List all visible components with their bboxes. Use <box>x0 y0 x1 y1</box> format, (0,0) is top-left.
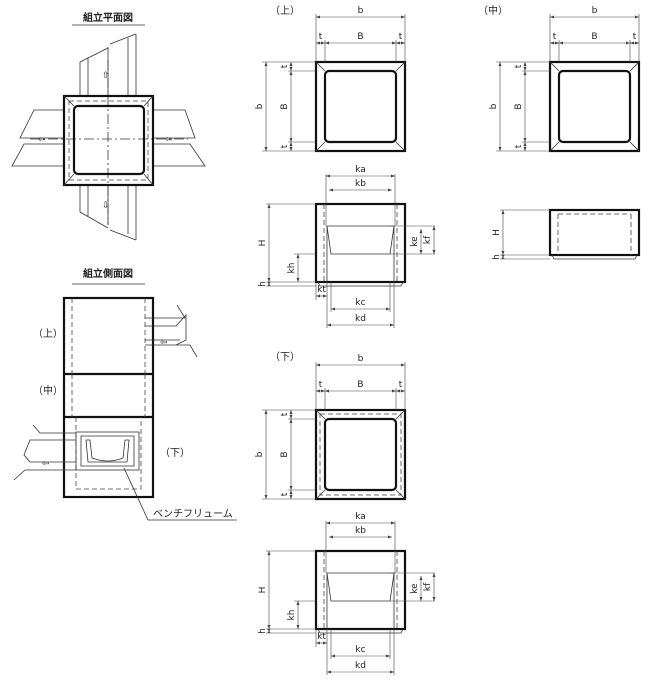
view-label: （上） <box>270 5 300 17</box>
dim-kc-label: kc <box>355 645 365 655</box>
dim-ka-label: ka <box>355 165 366 175</box>
dim-h-label: h <box>258 628 268 634</box>
thickness-t-label: t <box>514 144 524 148</box>
dim-h-label: h <box>492 254 502 260</box>
width-b-label: b <box>592 6 598 16</box>
arrow-left-icon: ⇦ <box>38 135 46 145</box>
inner-width-B-label: B <box>357 380 363 390</box>
dim-kf-label: kf <box>423 582 433 591</box>
dim-kc-label: kc <box>355 298 365 308</box>
inner-depth-B-label: B <box>280 451 290 457</box>
assembly-side-view: 組立側面図 （上） （中） （下） ⇦ ⇦ ベンチフリューム <box>13 267 237 521</box>
dim-ke-label: ke <box>410 583 420 594</box>
dim-ke-label: ke <box>410 236 420 247</box>
thickness-t-label: t <box>553 32 557 42</box>
inner-width-B-label: B <box>357 32 363 42</box>
inner-depth-B-label: B <box>280 103 290 109</box>
assembly-plan-title: 組立平面図 <box>83 11 133 24</box>
depth-b-label: b <box>489 103 499 109</box>
view-label-upper: （上） <box>33 328 63 340</box>
thickness-t-label: t <box>280 412 290 416</box>
view-label-lower: （下） <box>160 447 190 459</box>
height-H-label: H <box>492 229 502 236</box>
dim-kb-label: kb <box>355 179 366 189</box>
assembly-plan-view: 組立平面図 ⇧ ⇩ ⇦ ⇦ <box>11 11 206 241</box>
dim-kd-label: kd <box>355 314 366 324</box>
pipe-opening <box>326 572 395 602</box>
bench-flume <box>75 431 140 471</box>
dim-kh-label: kh <box>287 610 297 621</box>
dim-kf-label: kf <box>423 235 433 244</box>
dim-kt-label: kt <box>317 632 326 642</box>
inner-depth-B-label: B <box>514 103 524 109</box>
pipe-opening <box>326 225 395 255</box>
dim-kt-label: kt <box>317 285 326 295</box>
dim-ka-label: ka <box>355 512 366 522</box>
width-b-label: b <box>358 6 364 16</box>
dim-h-label: h <box>258 281 268 287</box>
arrow-up-icon: ⇧ <box>102 71 110 81</box>
bench-flume-callout: ベンチフリューム <box>153 508 233 520</box>
assembly-side-title: 組立側面図 <box>83 267 133 280</box>
arrow-down-icon: ⇩ <box>102 201 110 211</box>
inner-width-B-label: B <box>591 32 597 42</box>
dim-kd-label: kd <box>355 661 366 671</box>
depth-b-label: b <box>255 103 265 109</box>
depth-b-label: b <box>255 451 265 457</box>
thickness-t-label: t <box>280 492 290 496</box>
thickness-t-label: t <box>319 380 323 390</box>
dim-kb-label: kb <box>355 526 366 536</box>
thickness-t-label: t <box>399 32 403 42</box>
thickness-t-label: t <box>319 32 323 42</box>
thickness-t-label: t <box>633 32 637 42</box>
arrow-left-icon: ⇦ <box>160 338 168 348</box>
view-label: （下） <box>270 351 300 363</box>
middle-side-view: Hh <box>492 208 641 260</box>
view-label-middle: （中） <box>33 384 63 397</box>
catch-basin-outline <box>62 94 155 187</box>
thickness-t-label: t <box>514 64 524 68</box>
thickness-t-label: t <box>280 144 290 148</box>
thickness-t-label: t <box>399 380 403 390</box>
width-b-label: b <box>358 354 364 364</box>
arrow-left-icon: ⇦ <box>165 135 173 145</box>
dim-kh-label: kh <box>287 263 297 274</box>
height-H-label: H <box>258 587 268 594</box>
height-H-label: H <box>258 240 268 247</box>
arrow-left-icon: ⇦ <box>42 459 50 469</box>
view-label: （中） <box>478 4 508 17</box>
thickness-t-label: t <box>280 64 290 68</box>
